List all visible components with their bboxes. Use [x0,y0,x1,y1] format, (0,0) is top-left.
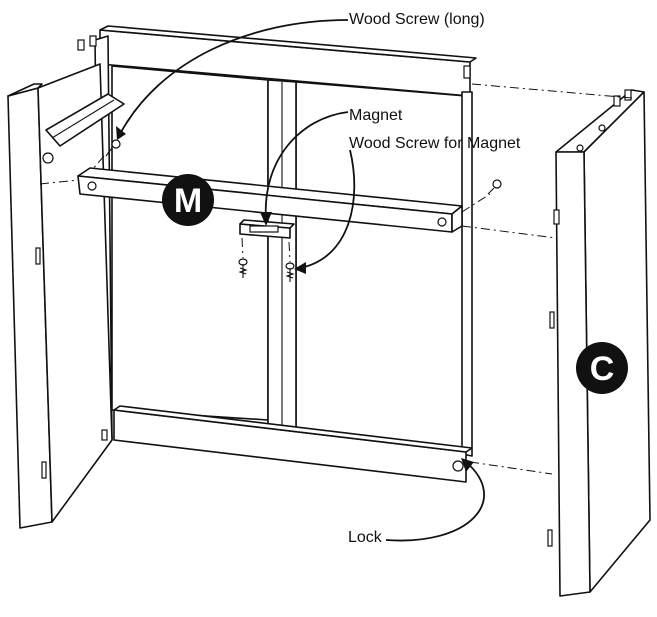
right-panel-outer-face [583,91,651,593]
arrow-screw-for-magnet [299,149,356,269]
rail-m-cam [87,181,97,191]
magnet-screw-icon [238,258,248,278]
wood-screw-long-icon [487,179,502,195]
drawer-slide [45,93,125,147]
badge-c-letter: C [590,350,615,388]
dowel-hole [598,124,606,132]
badge-m: M [162,174,214,226]
slide-wheel [42,152,54,164]
top-rail-top-face [99,25,477,63]
dowel-peg [77,39,85,51]
callout-arrows [116,19,485,542]
hinge-mark [101,429,108,441]
hinge-mark [547,529,553,547]
bottom-rail-top-face [113,405,473,453]
arrow-lock [385,461,485,542]
arrow-magnet [264,111,349,221]
dowel-peg [89,35,97,47]
back-panel [77,25,477,483]
hinge-mark [549,311,555,329]
magnet-slot [249,225,279,233]
hinge-mark [35,247,41,265]
dowel-peg [613,95,621,107]
drawer-slide-groove [51,99,115,139]
dowel-peg [624,89,632,101]
magnet-assembly [238,219,295,282]
alignment-lines [39,83,633,475]
dowel-peg [463,65,471,79]
right-side-panel [547,89,651,597]
arrow-wood-screw-long [119,19,349,135]
badge-m-letter: M [174,182,202,220]
left-panel-top [7,83,43,97]
label-wood-screw-for-magnet: Wood Screw for Magnet [349,135,521,152]
magnet-screw-icon [285,262,295,282]
back-frame-right-post [461,91,473,457]
badge-c: C [576,342,628,394]
cam-hole [553,209,560,225]
wood-screw-long-icon [105,139,121,157]
label-wood-screw-long: Wood Screw (long) [349,11,485,28]
dowel-hole [576,144,584,152]
lock-cam [452,460,464,472]
label-lock: Lock [348,529,383,546]
right-panel-front-edge [555,151,591,597]
hinge-mark [41,461,47,479]
back-panel-left [111,65,269,421]
rail-m-cam [437,217,447,227]
label-magnet: Magnet [349,107,403,124]
